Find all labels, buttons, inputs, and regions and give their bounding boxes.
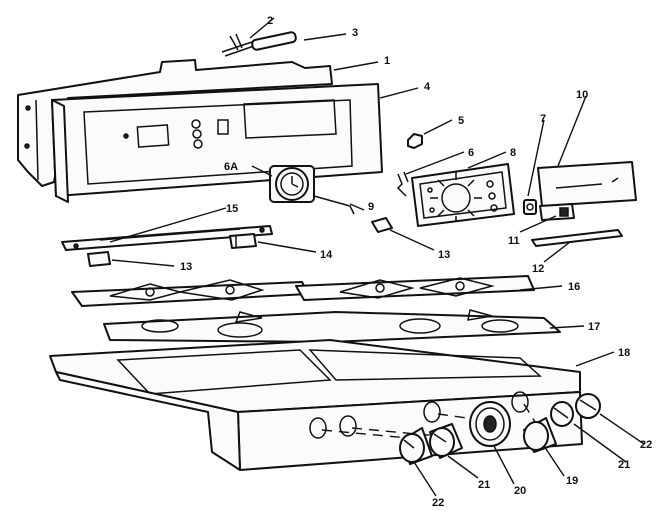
- callout-label: 22: [640, 439, 652, 451]
- long-rail: [61, 225, 273, 251]
- callout-label: 19: [566, 475, 578, 487]
- switch-block: [229, 233, 257, 249]
- callout-label: 13: [438, 249, 450, 261]
- rod: [531, 229, 623, 247]
- knob-22-right: [575, 393, 601, 419]
- cooktop: [49, 339, 583, 471]
- nameplate: [537, 161, 637, 207]
- callout-label: 6: [468, 147, 474, 159]
- control-console: [51, 83, 383, 203]
- callout-label: 21: [618, 459, 630, 471]
- callout-label: 14: [320, 249, 333, 261]
- callout-label: 21: [478, 479, 490, 491]
- callout-label: 18: [618, 347, 630, 359]
- callout-label: 16: [568, 281, 580, 293]
- callout-label: 5: [458, 115, 464, 127]
- callout-label: 12: [532, 263, 544, 275]
- small-bracket-left: [87, 251, 111, 267]
- callout-labels: 1 2 3 4 5 6 6A 7 8 9 10 11 12 13 13 14 1…: [180, 15, 652, 509]
- callout-label: 6A: [224, 161, 238, 173]
- burner-grate: [71, 275, 535, 307]
- clock-assembly: [269, 165, 315, 203]
- callout-label: 9: [368, 201, 374, 213]
- leader-lines: [109, 17, 645, 497]
- callout-label: 7: [540, 113, 546, 125]
- small-bracket-right: [371, 217, 393, 233]
- clock-bracket: [313, 195, 355, 215]
- callout-label: 1: [384, 55, 390, 67]
- wired-probe: [221, 31, 297, 57]
- callout-label: 8: [510, 147, 516, 159]
- back-guard-panel: [17, 59, 333, 187]
- knob-21-right: [550, 401, 574, 427]
- callout-label: 13: [180, 261, 192, 273]
- callout-label: 11: [508, 235, 520, 247]
- callout-label: 4: [424, 81, 431, 93]
- callout-label: 20: [514, 485, 526, 497]
- knob-22-left: [399, 427, 433, 465]
- nameplate-bracket: [539, 203, 575, 221]
- callout-label: 10: [576, 89, 588, 101]
- center-knob-20: [469, 401, 511, 447]
- small-nut: [407, 133, 423, 149]
- knob-21-left: [429, 423, 463, 459]
- indicator-panel: [411, 163, 515, 227]
- callout-label: 15: [226, 203, 238, 215]
- burner-box: [103, 309, 561, 343]
- small-clip: [396, 171, 409, 197]
- callout-label: 17: [588, 321, 600, 333]
- knob-19: [523, 417, 557, 453]
- callout-label: 2: [267, 15, 273, 27]
- small-switch: [523, 199, 537, 215]
- callout-label: 22: [432, 497, 444, 509]
- callout-label: 3: [352, 27, 358, 39]
